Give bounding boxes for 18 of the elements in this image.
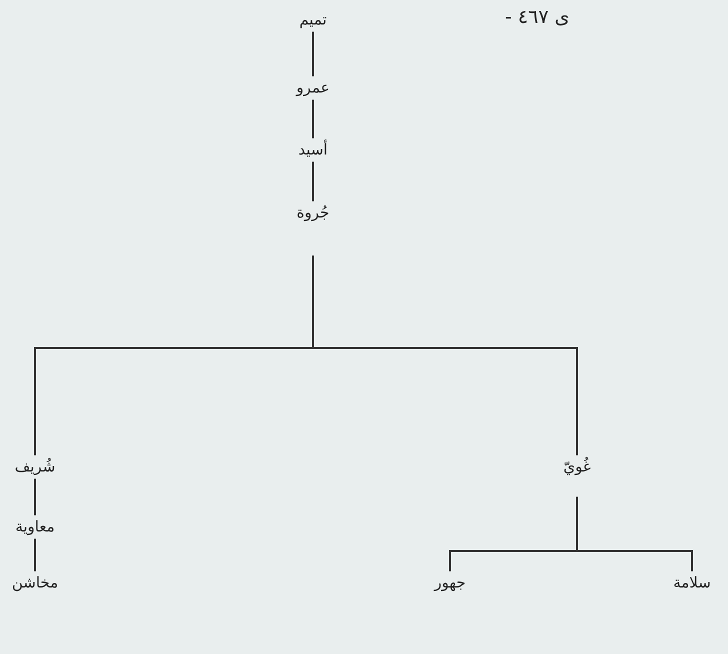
name-label: غُويّ [560,455,594,479]
tree-line [312,32,314,76]
name-label: جُروة [294,201,332,225]
name-label: عمرو [293,76,333,100]
tree-line [312,162,314,202]
tree-line [312,256,578,456]
tree-line [34,478,36,516]
page-header: ى ٤٦٧ - [505,6,570,28]
name-label: شُريف [12,455,58,479]
tree-line [34,538,36,572]
name-label: أسيد [295,138,331,162]
name-label: معاوية [12,515,58,539]
name-label: جهور [431,571,469,595]
name-label: سلامة [670,571,714,595]
tree-line [312,100,314,138]
tree-line [576,496,693,572]
name-label: تميم [296,8,330,32]
name-label: مخاشن [8,571,62,595]
